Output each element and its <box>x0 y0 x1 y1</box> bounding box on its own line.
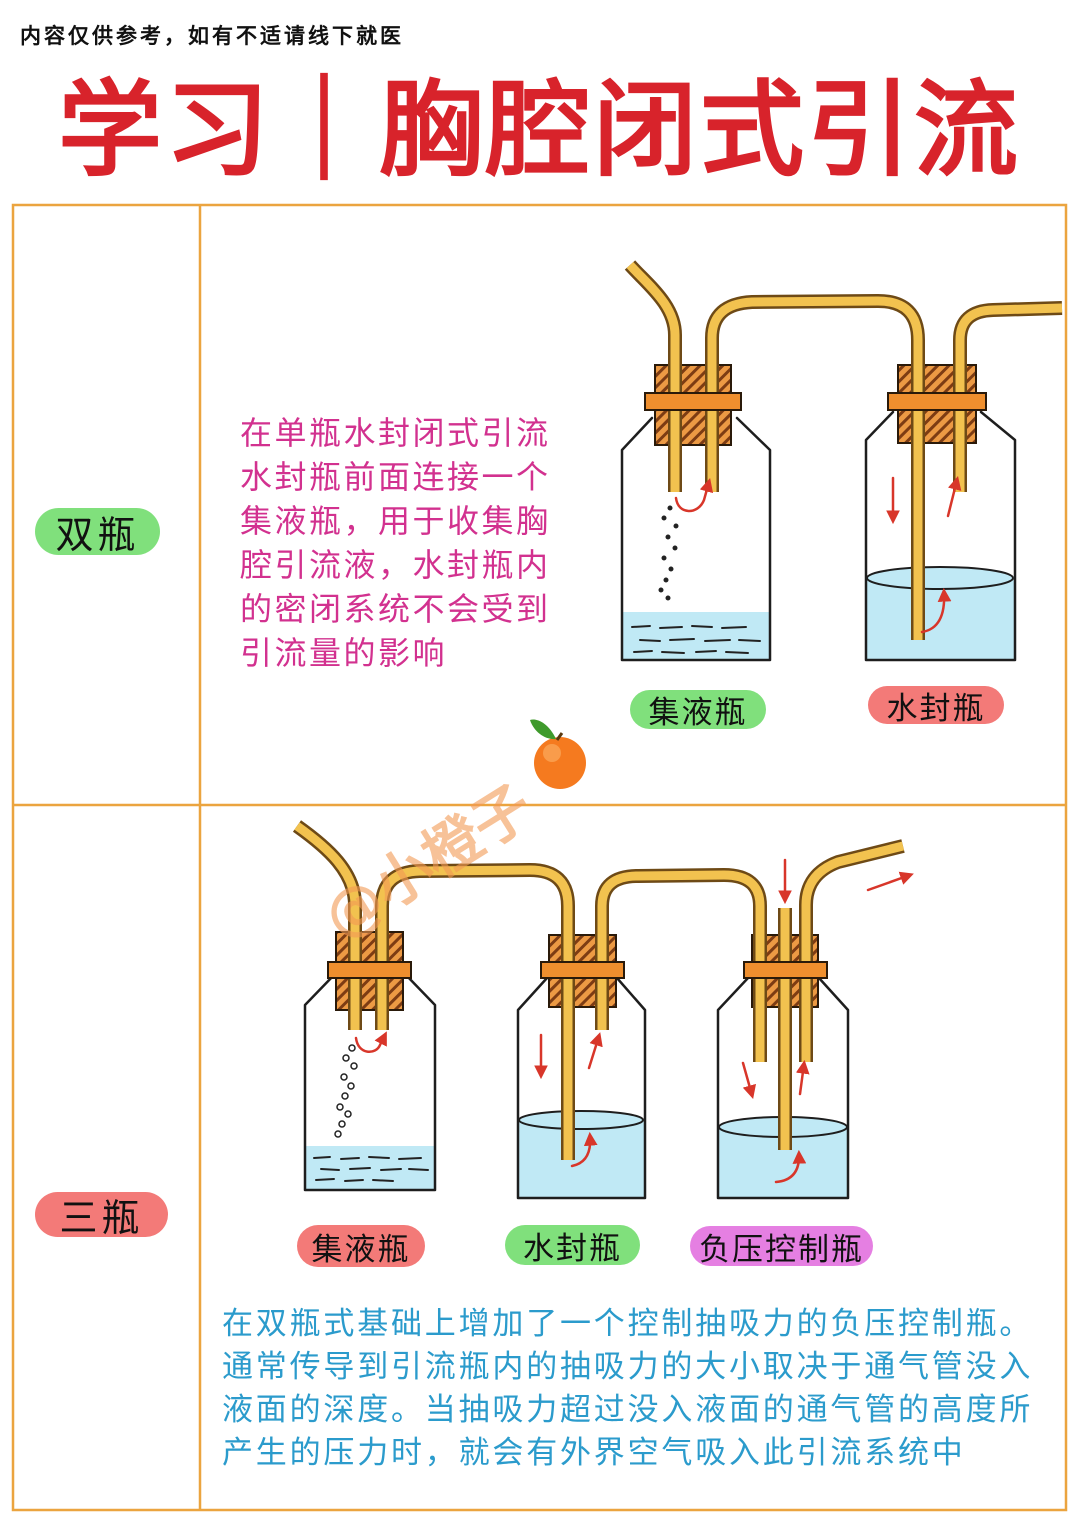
flow-arrow <box>920 587 952 634</box>
orange-icon <box>530 719 586 789</box>
two-bottle-description: 在单瓶水封闭式引流 水封瓶前面连接一个 集液瓶，用于收集胸 腔引流液，水封瓶内 … <box>240 411 551 675</box>
stopper-band <box>327 961 412 979</box>
description-line: 引流量的影响 <box>240 634 448 672</box>
bottle-label-suction-control: 负压控制瓶 <box>690 1226 873 1268</box>
fluid-dashes <box>313 1156 429 1182</box>
tube-patient-line <box>630 265 675 492</box>
stopper-band <box>644 392 742 411</box>
bubbles <box>334 1044 358 1138</box>
flow-arrow <box>354 1031 387 1053</box>
description-line: 的密闭系统不会受到 <box>240 590 551 628</box>
collection-bottle <box>620 416 772 662</box>
water-surface <box>518 1110 644 1130</box>
flow-arrow <box>570 1131 598 1168</box>
table-grid <box>11 203 1068 1512</box>
water-surface <box>866 566 1014 590</box>
water-seal-bottle <box>516 976 647 1200</box>
three-bottle-diagram <box>297 826 914 1200</box>
bottle-label-water-seal: 水封瓶 <box>505 1225 640 1267</box>
description-line: 水封瓶前面连接一个 <box>240 458 551 496</box>
tube-connector <box>602 875 760 1062</box>
description-line: 在双瓶式基础上增加了一个控制抽吸力的负压控制瓶。 <box>222 1306 1034 1342</box>
tube-outline <box>602 875 760 1062</box>
row-label-two-bottle: 双瓶 <box>35 508 160 557</box>
collection-bottle <box>303 973 437 1192</box>
water-seal-water <box>519 1120 644 1197</box>
bottle-label-water-seal: 水封瓶 <box>868 686 1004 727</box>
bubbles <box>658 505 679 601</box>
water-seal-bottle <box>864 410 1017 662</box>
description-line: 在单瓶水封闭式引流 <box>240 414 551 452</box>
stopper-band <box>540 961 625 979</box>
page-title: 学习｜胸腔闭式引流 <box>57 69 1021 191</box>
tube-outline <box>806 846 903 1062</box>
description-line: 集液瓶，用于收集胸 <box>240 502 551 540</box>
tube-suction-line <box>806 846 903 1062</box>
description-line: 产生的压力时，就会有外界空气吸入此引流系统中 <box>222 1435 966 1471</box>
description-line: 通常传导到引流瓶内的抽吸力的大小取决于通气管没入 <box>222 1349 1034 1385</box>
two-bottle-diagram <box>620 265 1062 662</box>
table-outer-border <box>11 203 1068 1512</box>
collection-bottle-outline <box>303 973 437 1192</box>
stopper-band <box>887 392 987 411</box>
bottle-label-collection: 集液瓶 <box>630 690 766 731</box>
flow-arrow <box>674 478 714 513</box>
flow-arrow <box>587 1032 603 1070</box>
row-label-three-bottle: 三瓶 <box>35 1192 168 1240</box>
flow-arrow <box>795 1059 810 1096</box>
flow-arrow <box>741 1061 757 1099</box>
fluid-dashes <box>631 625 761 654</box>
flow-arrow <box>946 475 962 518</box>
description-line: 液面的深度。当抽吸力超过没入液面的通气管的高度所 <box>222 1392 1034 1428</box>
tube-outline <box>630 265 675 492</box>
collection-bottle-outline <box>620 416 772 662</box>
flow-arrow <box>866 871 914 892</box>
three-bottle-description: 在双瓶式基础上增加了一个控制抽吸力的负压控制瓶。 通常传导到引流瓶内的抽吸力的大… <box>222 1303 1033 1475</box>
stopper-band <box>743 961 828 979</box>
water-seal-bottle-outline <box>864 410 1017 662</box>
bottle-label-collection: 集液瓶 <box>297 1225 425 1268</box>
tube-fill <box>602 875 760 1062</box>
disclaimer-text: 内容仅供参考，如有不适请线下就医 <box>20 24 404 48</box>
flow-arrow <box>774 1149 807 1184</box>
description-line: 腔引流液，水封瓶内 <box>240 546 551 584</box>
water-seal-bottle-outline <box>516 976 647 1200</box>
suction-control-bottle-outline <box>716 976 850 1200</box>
